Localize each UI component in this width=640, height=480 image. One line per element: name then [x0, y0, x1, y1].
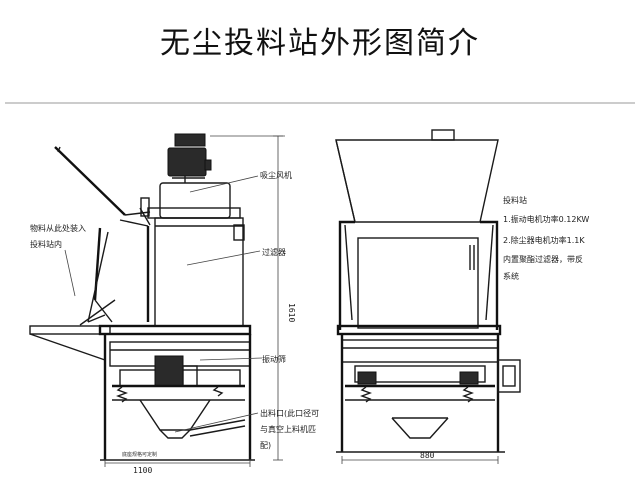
spec-item-3: 内置聚酯过滤器，带反	[503, 254, 583, 264]
side-view	[29, 133, 285, 467]
spec-title: 投料站	[503, 195, 527, 205]
outlet-label-line2: 与真空上料机匹	[260, 424, 316, 434]
outlet-label-line1: 出料口(此口径可	[260, 408, 319, 418]
base-note: 底座规格可定制	[122, 451, 157, 458]
spec-item-2: 2.除尘器电机功率1.1K	[503, 235, 585, 245]
front-width-dimension: 880	[420, 451, 435, 460]
screen-label: 振动筛	[262, 354, 286, 364]
height-dimension: 1610	[287, 303, 296, 322]
page-title: 无尘投料站外形图简介	[160, 26, 480, 61]
spec-item-1: 1.振动电机功率0.12KW	[503, 214, 589, 224]
front-view	[335, 129, 521, 464]
inlet-label-line1: 物料从此处装入	[30, 223, 86, 233]
side-width-dimension: 1100	[133, 466, 152, 475]
outlet-label-line3: 配)	[260, 441, 271, 450]
filter-label: 过滤器	[262, 247, 286, 257]
inlet-label-line2: 投料站内	[30, 239, 62, 249]
fan-label: 吸尘风机	[260, 170, 292, 180]
spec-item-4: 系统	[503, 271, 519, 281]
